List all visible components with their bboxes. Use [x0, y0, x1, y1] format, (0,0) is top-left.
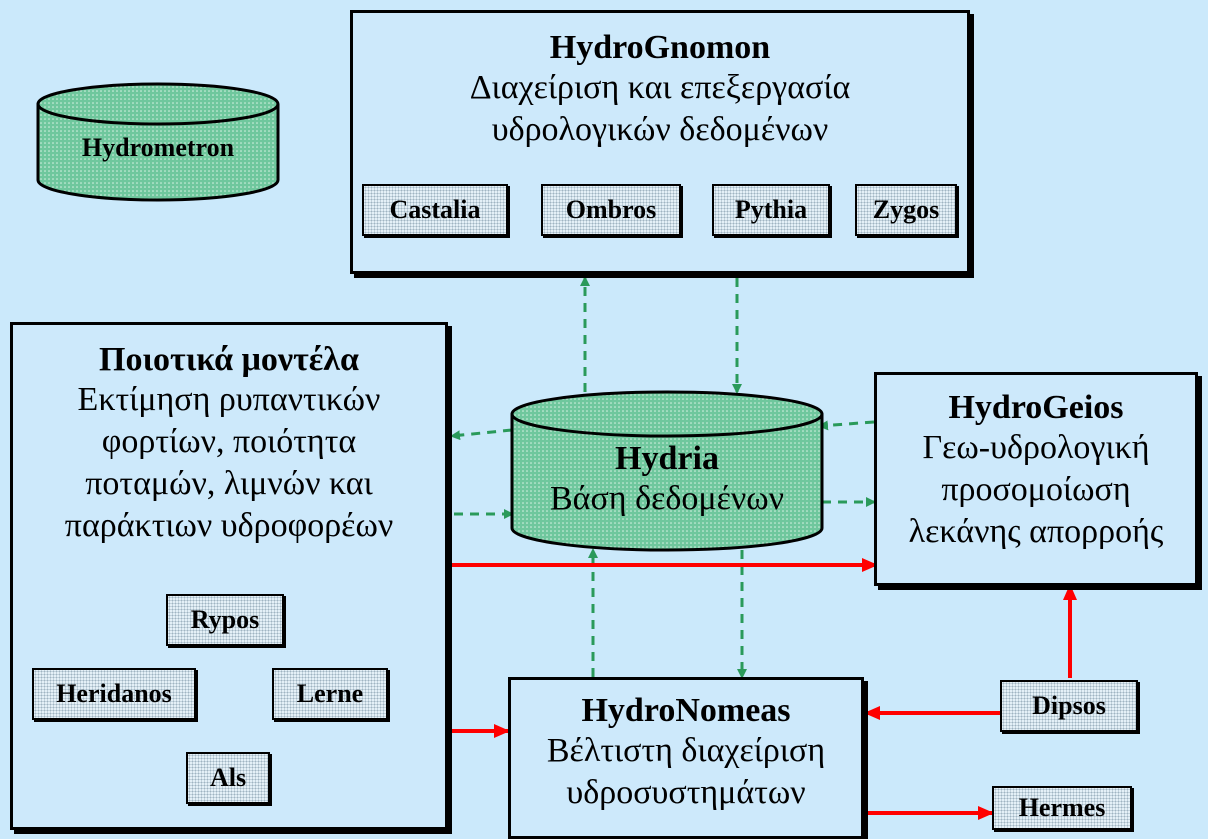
- hydrogeios-box: HydroGeios Γεω-υδρολογική προσομοίωση λε…: [874, 372, 1198, 586]
- arrow-hydrogeios-to-hydria: [818, 420, 875, 431]
- hydrogeios-line-1: Γεω-υδρολογική: [922, 429, 1150, 466]
- hydria-title: Hydria: [615, 439, 719, 477]
- module-heridanos: Heridanos: [32, 668, 196, 720]
- hydria-subtitle: Βάση δεδομένων: [549, 479, 785, 517]
- hydronomeas-line-2: υδροσυστημάτων: [566, 774, 806, 812]
- module-rypos: Rypos: [166, 594, 284, 646]
- hydrognomon-subtitle-line2: υδρολογικών δεδομένων: [491, 111, 829, 149]
- module-pythia: Pythia: [712, 184, 830, 236]
- quality-line-3: ποταμών, λιμνών και: [85, 465, 373, 503]
- module-als: Als: [186, 752, 270, 804]
- module-lerne: Lerne: [272, 668, 388, 720]
- module-dipsos: Dipsos: [1000, 680, 1138, 732]
- hydrognomon-subtitle-line1: Διαχείριση και επεξεργασία: [469, 69, 851, 106]
- module-castalia: Castalia: [362, 184, 508, 236]
- hydrognomon-title: HydroGnomon: [549, 29, 771, 66]
- hydrogeios-title: HydroGeios: [948, 389, 1124, 426]
- hydria-database-icon: [510, 390, 824, 552]
- hydrometron-label: Hydrometron: [81, 133, 235, 162]
- quality-line-2: φορτίων, ποιότητα: [101, 423, 357, 461]
- hydronomeas-title: HydroNomeas: [581, 692, 791, 729]
- quality-title: Ποιοτικά μοντέλα: [99, 341, 359, 378]
- hydrogeios-line-2: προσομοίωση: [941, 471, 1131, 509]
- quality-models-box: Ποιοτικά μοντέλα Εκτίμηση ρυπαντικών φορ…: [10, 322, 448, 830]
- module-zygos: Zygos: [855, 184, 957, 236]
- hydronomeas-line-1: Βέλτιστη διαχείριση: [546, 732, 826, 769]
- arrow-hydria-to-quality: [450, 428, 513, 441]
- quality-line-1: Εκτίμηση ρυπαντικών: [77, 381, 381, 418]
- module-ombros: Ombros: [541, 184, 681, 236]
- hydronomeas-box: HydroNomeas Βέλτιστη διαχείριση υδροσυστ…: [508, 677, 864, 839]
- hydrometron-database-icon: [36, 82, 280, 202]
- module-hermes: Hermes: [992, 786, 1132, 830]
- quality-line-4: παράκτιων υδροφορέων: [64, 507, 394, 545]
- hydrogeios-line-3: λεκάνης απορροής: [908, 513, 1164, 551]
